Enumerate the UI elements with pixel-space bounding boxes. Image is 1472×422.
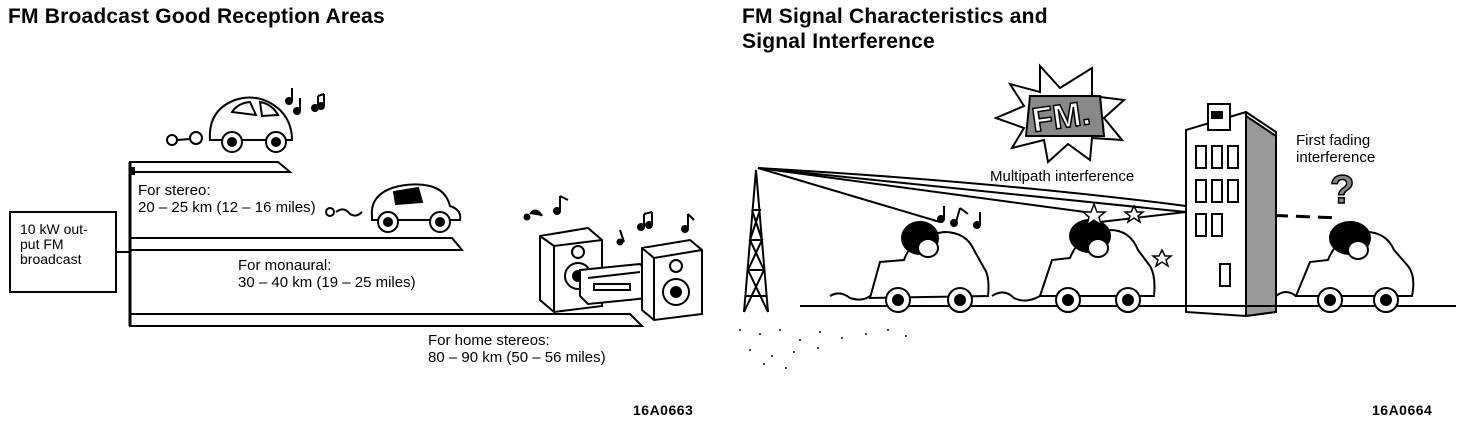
broadcast-source-box bbox=[9, 211, 117, 293]
home-stereo-range-label: For home stereos: 80 – 90 km (50 – 56 mi… bbox=[428, 332, 606, 366]
monaural-car-icon bbox=[325, 183, 462, 233]
car-a-icon bbox=[829, 221, 990, 313]
ground-dots bbox=[739, 329, 907, 369]
transmission-tower-icon bbox=[743, 169, 769, 313]
monaural-range-bar bbox=[129, 237, 465, 251]
broadcast-source-label: 10 kW out- put FM broadcast bbox=[20, 221, 88, 267]
home-music-notes-icon bbox=[523, 195, 695, 246]
car-c-icon bbox=[1275, 221, 1415, 313]
first-fading-interference-label: First fading interference bbox=[1296, 132, 1376, 166]
left-panel-title: FM Broadcast Good Reception Areas bbox=[8, 5, 385, 28]
music-notes-icon bbox=[285, 88, 325, 115]
stereo-range-label: For stereo: 20 – 25 km (12 – 16 miles) bbox=[138, 182, 316, 216]
right-panel-title: FM Signal Characteristics and Signal Int… bbox=[742, 5, 1048, 53]
fm-badge-text: FM. bbox=[1029, 93, 1094, 140]
stereo-range-bar bbox=[129, 161, 293, 175]
multipath-interference-label: Multipath interference bbox=[990, 168, 1135, 185]
stereo-car-icon bbox=[166, 96, 294, 153]
building-icon bbox=[1185, 103, 1277, 318]
question-mark-icon: ? bbox=[1329, 167, 1355, 213]
car-b-icon bbox=[991, 219, 1156, 313]
left-figure-code: 16A0663 bbox=[633, 402, 694, 418]
home-stereo-icon bbox=[539, 226, 703, 322]
right-figure-code: 16A0664 bbox=[1372, 402, 1433, 418]
car-b-stars-icon bbox=[1080, 201, 1174, 268]
fm-starburst-icon bbox=[993, 63, 1127, 164]
home-range-bar bbox=[129, 313, 645, 327]
monaural-range-label: For monaural: 30 – 40 km (19 – 25 miles) bbox=[238, 257, 416, 291]
car-a-music-notes-icon bbox=[937, 206, 981, 229]
signal-rays bbox=[757, 167, 1341, 223]
